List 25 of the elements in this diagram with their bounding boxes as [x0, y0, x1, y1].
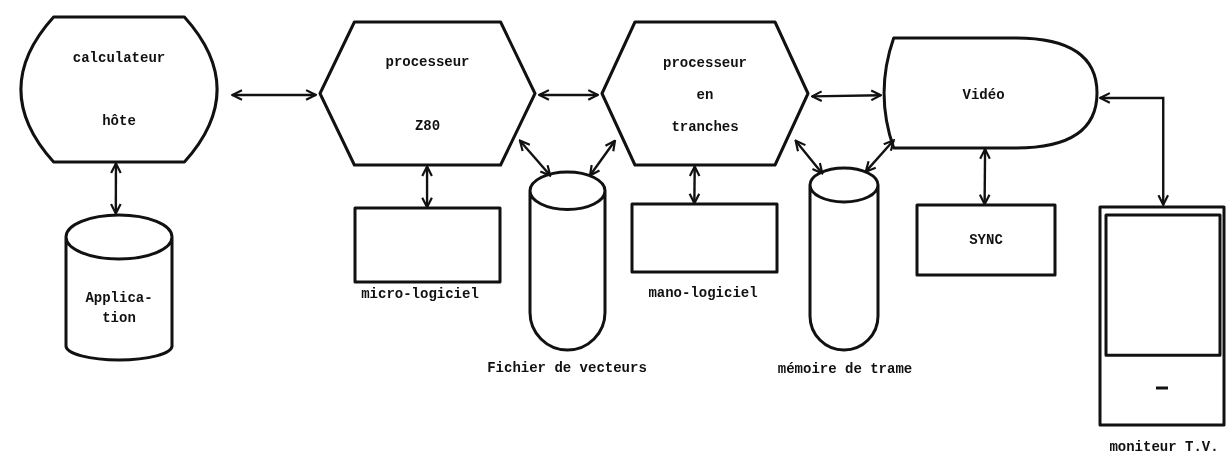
double-arrow: [109, 162, 122, 215]
double-arrow: [538, 89, 599, 101]
node-label: moniteur T.V.: [1109, 439, 1219, 455]
double-arrow: [231, 89, 317, 101]
node-label: processeur en tranches: [662, 53, 748, 137]
node-label: processeur: [384, 53, 471, 72]
node-label: mémoire de trame: [777, 361, 913, 377]
node-label: mano-logiciel: [648, 285, 758, 301]
double-arrow: [421, 165, 433, 209]
node-label: hôte: [101, 112, 137, 131]
double-arrow: [518, 139, 552, 177]
node-label: Vidéo: [961, 86, 1006, 105]
node-label: micro-logiciel: [361, 286, 479, 302]
node-label: Applica- tion: [84, 288, 154, 328]
node-label: Fichier de vecteurs: [487, 360, 647, 376]
double-arrow: [588, 139, 617, 177]
double-arrow: [811, 89, 882, 103]
node-label: Z80: [413, 117, 442, 136]
node-label: SYNC: [968, 231, 1004, 249]
double-arrow: [794, 139, 824, 175]
double-arrow: [688, 165, 701, 205]
node-label: calculateur: [71, 48, 167, 67]
double-arrow: [1099, 92, 1170, 206]
double-arrow: [978, 148, 991, 206]
double-arrow: [864, 139, 895, 173]
